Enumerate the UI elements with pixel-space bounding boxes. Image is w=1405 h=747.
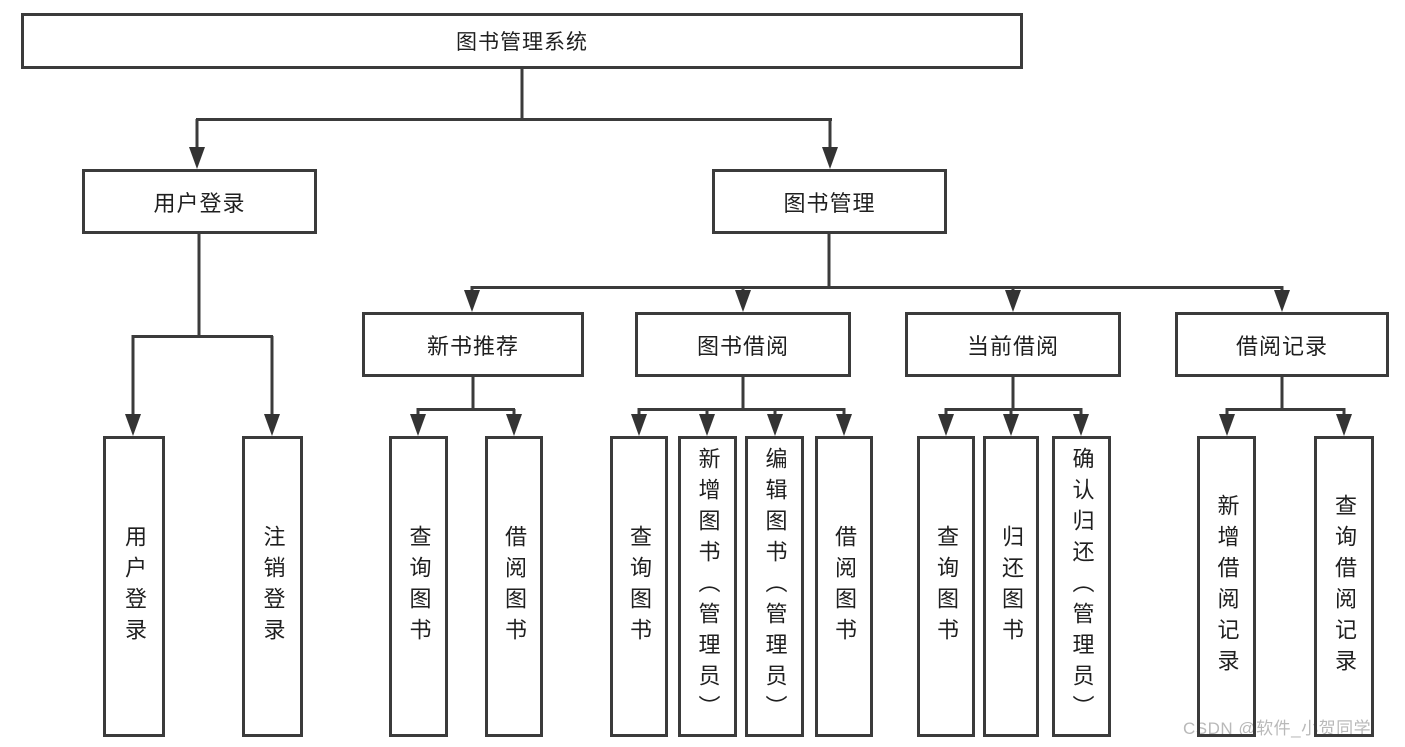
- arrowhead: [836, 414, 852, 436]
- arrowhead: [1274, 290, 1290, 312]
- arrowhead: [464, 290, 480, 312]
- node-label: 用户登录: [122, 524, 147, 649]
- node-current-borrow: 当前借阅: [905, 312, 1121, 377]
- node-label: 归还图书: [999, 524, 1024, 649]
- leaf-user-login: 用户登录: [103, 436, 165, 737]
- node-borrow-records: 借阅记录: [1175, 312, 1389, 377]
- arrowhead: [506, 414, 522, 436]
- leaf-current-confirm-return-admin: 确认归还（管理员）: [1052, 436, 1111, 737]
- leaf-current-return-books: 归还图书: [983, 436, 1039, 737]
- arrowhead: [410, 414, 426, 436]
- node-label: 查询借阅记录: [1332, 493, 1357, 680]
- leaf-current-query-books: 查询图书: [917, 436, 975, 737]
- csdn-watermark: CSDN @软件_小贺同学: [1183, 719, 1372, 738]
- node-book-borrow: 图书借阅: [635, 312, 851, 377]
- node-library-system: 图书管理系统: [21, 13, 1023, 69]
- leaf-recommend-query-books: 查询图书: [389, 436, 448, 737]
- node-label: 用户登录: [153, 190, 246, 216]
- node-label: 图书管理: [783, 190, 876, 216]
- arrowhead: [1003, 414, 1019, 436]
- node-label: 图书管理系统: [456, 31, 588, 54]
- node-label: 借阅图书: [832, 524, 857, 649]
- arrowhead: [1336, 414, 1352, 436]
- arrowhead: [189, 147, 205, 169]
- arrowheads: [125, 147, 1352, 436]
- node-label: 新增借阅记录: [1214, 493, 1240, 680]
- arrowhead: [699, 414, 715, 436]
- node-new-book-recommend: 新书推荐: [362, 312, 584, 377]
- node-label: 注销登录: [260, 524, 286, 649]
- leaf-recommend-borrow-books: 借阅图书: [485, 436, 543, 737]
- node-label: 查询图书: [627, 524, 652, 649]
- arrowhead: [264, 414, 280, 436]
- leaf-borrow-add-books-admin: 新增图书（管理员）: [678, 436, 737, 737]
- node-label: 借阅记录: [1235, 333, 1328, 359]
- arrowhead: [1005, 290, 1021, 312]
- arrowhead: [735, 290, 751, 312]
- leaf-borrow-borrow-books: 借阅图书: [815, 436, 873, 737]
- leaf-records-query-record: 查询借阅记录: [1314, 436, 1374, 737]
- node-label: 确认归还（管理员）: [1069, 447, 1095, 726]
- leaf-logout: 注销登录: [242, 436, 303, 737]
- node-label: 新书推荐: [426, 333, 519, 359]
- node-label: 查询图书: [406, 524, 432, 649]
- node-label: 新增图书（管理员）: [695, 447, 721, 726]
- node-label: 图书借阅: [696, 333, 789, 359]
- node-label: 借阅图书: [502, 524, 527, 649]
- arrowhead: [938, 414, 954, 436]
- node-user-login: 用户登录: [82, 169, 317, 234]
- arrowhead: [125, 414, 141, 436]
- leaf-borrow-edit-books-admin: 编辑图书（管理员）: [745, 436, 804, 737]
- arrowhead: [1073, 414, 1089, 436]
- node-label: 当前借阅: [966, 333, 1059, 359]
- node-label: 查询图书: [934, 524, 959, 649]
- arrowhead: [1219, 414, 1235, 436]
- leaf-records-add-record: 新增借阅记录: [1197, 436, 1256, 737]
- node-book-management: 图书管理: [712, 169, 947, 234]
- leaf-borrow-query-books: 查询图书: [610, 436, 668, 737]
- arrowhead: [631, 414, 647, 436]
- arrowhead: [767, 414, 783, 436]
- arrowhead: [822, 147, 838, 169]
- node-label: 编辑图书（管理员）: [762, 447, 788, 726]
